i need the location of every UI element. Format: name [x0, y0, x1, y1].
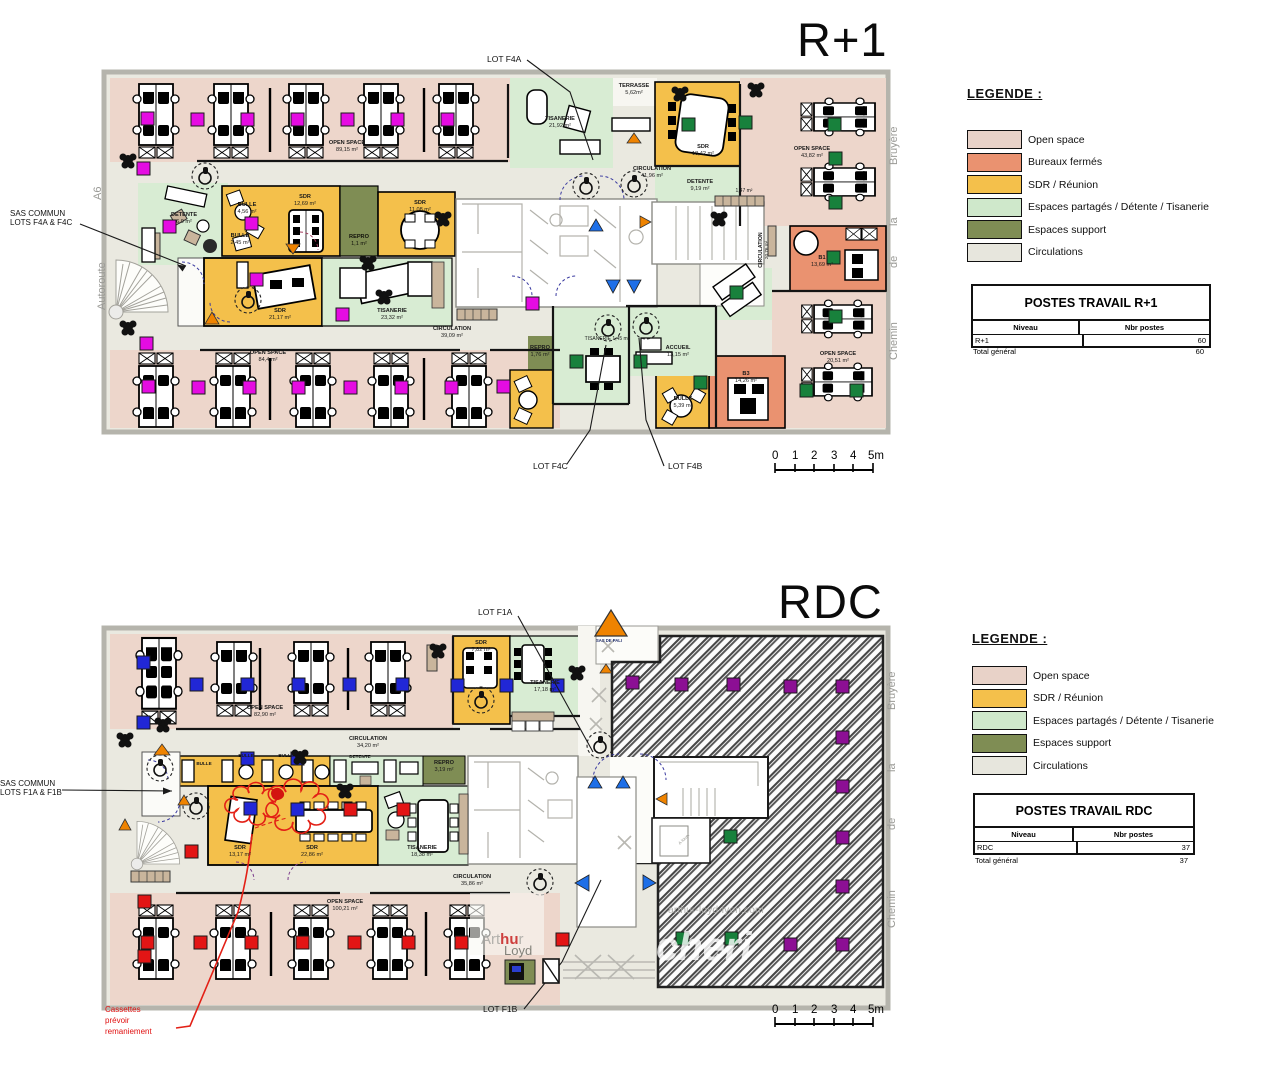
svg-text:1: 1 — [792, 1004, 798, 1016]
svg-text:18,38 m²: 18,38 m² — [411, 852, 433, 858]
svg-text:21,92 m²: 21,92 m² — [549, 123, 571, 129]
svg-text:2,45 m²: 2,45 m² — [231, 240, 250, 246]
svg-text:84,4 m²: 84,4 m² — [259, 357, 278, 363]
svg-text:21,17 m²: 21,17 m² — [269, 315, 291, 321]
svg-text:0: 0 — [772, 1004, 778, 1016]
svg-text:TISANERIE: TISANERIE — [407, 845, 437, 851]
svg-text:82,90 m²: 82,90 m² — [254, 712, 276, 718]
svg-text:18,42 m²: 18,42 m² — [692, 151, 714, 157]
svg-text:OPEN SPACE: OPEN SPACE — [794, 146, 831, 152]
svg-text:DETENTE: DETENTE — [171, 212, 197, 218]
svg-text:43,82 m²: 43,82 m² — [801, 153, 823, 159]
svg-text:CIRCULATION: CIRCULATION — [758, 232, 764, 268]
svg-text:CIRCULATION: CIRCULATION — [349, 736, 387, 742]
svg-text:41,96 m²: 41,96 m² — [641, 173, 663, 179]
svg-text:SDR: SDR — [234, 845, 246, 851]
svg-text:TISANERIE: TISANERIE — [545, 116, 575, 122]
svg-text:TISANERIE: TISANERIE — [377, 308, 407, 314]
svg-text:39,09 m²: 39,09 m² — [441, 333, 463, 339]
svg-text:ACCUEIL: ACCUEIL — [666, 345, 691, 351]
svg-text:11,08 m²: 11,08 m² — [409, 207, 431, 213]
svg-text:5m: 5m — [868, 450, 884, 462]
svg-text:Arthur: Arthur — [481, 931, 524, 948]
svg-text:TERRASSE: TERRASSE — [619, 83, 650, 89]
svg-text:22,86 m²: 22,86 m² — [301, 852, 323, 858]
svg-text:1,1 m²: 1,1 m² — [351, 241, 367, 247]
svg-text:REPRO: REPRO — [349, 234, 370, 240]
svg-text:4: 4 — [850, 450, 857, 462]
svg-text:4: 4 — [850, 1004, 857, 1016]
svg-text:OPEN SPACE: OPEN SPACE — [247, 705, 284, 711]
svg-text:B3: B3 — [742, 371, 749, 377]
svg-text:14,26 m²: 14,26 m² — [735, 378, 757, 384]
svg-text:BULLE: BULLE — [231, 233, 250, 239]
svg-text:SDR: SDR — [299, 194, 311, 200]
svg-text:CIRCULATION: CIRCULATION — [633, 166, 671, 172]
svg-text:34,20 m²: 34,20 m² — [357, 743, 379, 749]
svg-text:1,47 m²: 1,47 m² — [736, 188, 753, 194]
svg-text:5,39 m²: 5,39 m² — [674, 403, 693, 409]
svg-text:B1: B1 — [818, 255, 825, 261]
svg-text:CIRCULATION: CIRCULATION — [453, 874, 491, 880]
svg-text:TISANERIE 1,45 m²: TISANERIE 1,45 m² — [585, 336, 630, 342]
svg-text:4,56 m²: 4,56 m² — [238, 209, 257, 215]
svg-text:BULLE: BULLE — [674, 396, 693, 402]
svg-text:9,19 m²: 9,19 m² — [691, 186, 710, 192]
svg-text:REPRO: REPRO — [434, 760, 455, 766]
svg-text:OPEN SPACE: OPEN SPACE — [250, 350, 287, 356]
svg-text:3,19 m²: 3,19 m² — [435, 767, 454, 773]
svg-text:BULLE: BULLE — [196, 761, 211, 766]
svg-text:13,15 m²: 13,15 m² — [667, 352, 689, 358]
svg-text:17,18 m²: 17,18 m² — [534, 687, 556, 693]
svg-text:BULLE: BULLE — [238, 753, 253, 758]
svg-text:6,9 m²: 6,9 m² — [176, 219, 192, 225]
svg-text:OPEN SPACE: OPEN SPACE — [329, 140, 366, 146]
svg-text:12,69 m²: 12,69 m² — [294, 201, 316, 207]
svg-text:REPRO: REPRO — [530, 345, 551, 351]
svg-text:SDR: SDR — [306, 845, 318, 851]
svg-text:1: 1 — [792, 450, 798, 462]
svg-text:23,32 m²: 23,32 m² — [381, 315, 403, 321]
svg-text:SDR: SDR — [274, 308, 286, 314]
svg-text:Loyd: Loyd — [504, 943, 532, 958]
svg-text:0: 0 — [772, 450, 778, 462]
svg-text:20,51 m²: 20,51 m² — [827, 358, 849, 364]
svg-text:2: 2 — [811, 450, 817, 462]
svg-text:SDR: SDR — [414, 200, 426, 206]
svg-text:TISANERIE: TISANERIE — [530, 680, 560, 686]
svg-text:OPEN SPACE: OPEN SPACE — [327, 899, 364, 905]
svg-text:35,86 m²: 35,86 m² — [461, 881, 483, 887]
svg-text:arthur-loyd-lyon.com: arthur-loyd-lyon.com — [668, 904, 764, 916]
svg-text:SDR: SDR — [697, 144, 709, 150]
svg-text:CIRCULATION: CIRCULATION — [433, 326, 471, 332]
svg-text:cheri: cheri — [656, 925, 752, 969]
svg-text:100,21 m²: 100,21 m² — [332, 906, 357, 912]
svg-text:13,69 m²: 13,69 m² — [811, 262, 833, 268]
svg-text:5,62m²: 5,62m² — [625, 90, 643, 96]
svg-text:5m: 5m — [868, 1004, 884, 1016]
svg-text:3: 3 — [831, 1004, 837, 1016]
svg-text:SAS DE PALI: SAS DE PALI — [596, 638, 622, 643]
svg-text:OPEN SPACE: OPEN SPACE — [820, 351, 857, 357]
svg-text:SDR: SDR — [475, 640, 487, 646]
svg-text:DETENTE: DETENTE — [687, 179, 713, 185]
svg-text:DETENTE: DETENTE — [349, 754, 370, 759]
svg-text:1,76 m²: 1,76 m² — [531, 352, 550, 358]
svg-text:3: 3 — [831, 450, 837, 462]
svg-text:BULLE: BULLE — [238, 202, 257, 208]
svg-text:BULLE: BULLE — [278, 753, 293, 758]
svg-text:20,76 m²: 20,76 m² — [764, 240, 769, 259]
svg-text:2: 2 — [811, 1004, 817, 1016]
svg-text:89,15 m²: 89,15 m² — [336, 147, 358, 153]
svg-text:7,82 m²: 7,82 m² — [472, 647, 491, 653]
svg-text:13,17 m²: 13,17 m² — [229, 852, 251, 858]
